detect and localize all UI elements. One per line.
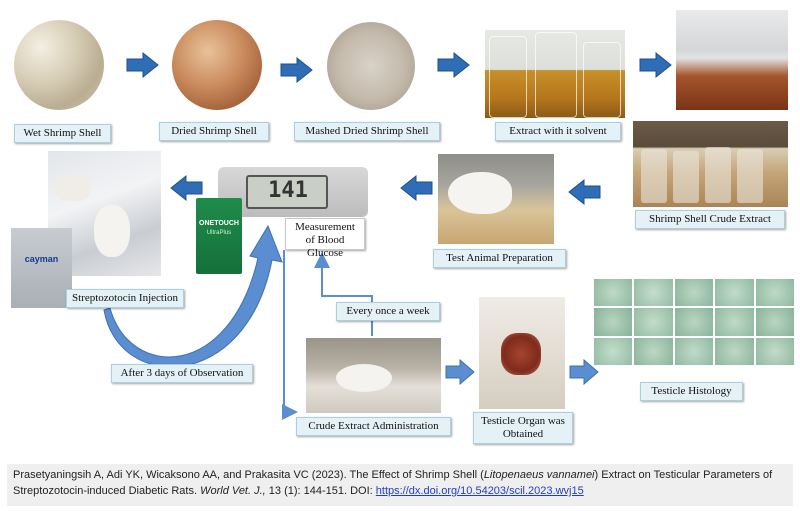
citation-text: Prasetyaningsih A, Adi YK, Wicaksono AA,… [13, 469, 484, 481]
jar [489, 36, 527, 118]
histology-tile [634, 308, 673, 336]
histology-grid [594, 279, 794, 365]
dried-shrimp-shell-label: Dried Shrimp Shell [159, 122, 269, 141]
extract-solvent-label: Extract with it solvent [495, 122, 621, 141]
arrow-right-icon [639, 51, 672, 79]
histology-tile [594, 279, 633, 307]
arrow-right-icon [445, 358, 475, 386]
organs [501, 333, 541, 375]
wet-shrimp-shell-label: Wet Shrimp Shell [14, 124, 111, 143]
testicle-histology-label: Testicle Histology [640, 382, 743, 401]
jar [737, 149, 763, 203]
rat [94, 205, 130, 257]
histology-tile [674, 337, 714, 365]
onetouch-brand: ONETOUCH [199, 220, 239, 227]
arrow-left-icon [400, 174, 433, 202]
crude-extract-jars-photo [633, 121, 788, 207]
after-3-days-label: After 3 days of Observation [111, 364, 253, 383]
citation-text: ) Extract on Testicular Parameters of St… [13, 469, 773, 497]
histology-tile [594, 337, 633, 365]
test-rat-photo [438, 154, 554, 244]
doi-link[interactable]: https://dx.doi.org/10.54203/scil.2023.wv… [375, 485, 584, 497]
histology-tile [674, 308, 714, 336]
arrow-left-icon [568, 178, 601, 206]
connector-line [314, 252, 373, 336]
arrow-left-icon [170, 174, 203, 202]
jar [705, 147, 731, 203]
histology-tile [755, 337, 794, 365]
foil-jar-photo [676, 10, 788, 110]
testicle-organ-label: Testicle Organ was Obtained [473, 412, 573, 444]
jar [673, 151, 699, 203]
crude-admin-label: Crude Extract Administration [296, 417, 451, 436]
rat [448, 172, 512, 214]
blood-glucose-label: Measurement of Blood Glucose [285, 218, 365, 259]
rat [336, 364, 392, 392]
dried-shrimp-shell-photo [172, 20, 262, 110]
connector-line [282, 250, 298, 420]
dissected-rat-photo [479, 297, 565, 409]
arrow-right-icon [569, 358, 599, 386]
citation-species: Litopenaeus vannamei [483, 469, 595, 481]
test-animal-label: Test Animal Preparation [433, 249, 566, 268]
histology-tile [594, 308, 633, 336]
wet-shrimp-shell-photo [14, 20, 104, 110]
histology-tile [755, 279, 794, 307]
histology-tile [634, 337, 673, 365]
onetouch-sub: UltraPlus [206, 230, 232, 236]
stz-injection-label: Streptozotocin Injection [66, 289, 184, 308]
glucometer-photo: 141 [218, 167, 368, 217]
histology-tile [715, 337, 754, 365]
citation-journal: World Vet. J., [200, 485, 266, 497]
arrow-right-icon [126, 51, 159, 79]
every-week-label: Every once a week [336, 302, 440, 321]
histology-tile [674, 279, 714, 307]
extract-jars-photo [485, 30, 625, 118]
mashed-shrimp-shell-label: Mashed Dried Shrimp Shell [294, 122, 440, 141]
cayman-brand: cayman [24, 254, 59, 264]
arrow-right-icon [280, 56, 313, 84]
histology-tile [755, 308, 794, 336]
histology-tile [715, 279, 754, 307]
arrow-right-icon [437, 51, 470, 79]
citation-text: 13 (1): 144-151. DOI: [265, 485, 376, 497]
mashed-shrimp-shell-photo [327, 22, 415, 110]
curved-arrow-icon [103, 224, 283, 368]
jar [535, 32, 577, 118]
gloved-hand [56, 175, 90, 201]
jar [583, 42, 621, 118]
glucometer-reading: 141 [268, 178, 308, 203]
glucometer-screen [246, 175, 328, 209]
crude-extract-label: Shrimp Shell Crude Extract [635, 210, 785, 229]
citation: Prasetyaningsih A, Adi YK, Wicaksono AA,… [7, 464, 793, 506]
jar [641, 149, 667, 203]
onetouch-strip-box-photo: ONETOUCH UltraPlus [196, 198, 242, 274]
extract-administration-photo [306, 338, 441, 413]
streptozotocin-bottle-photo: cayman [11, 228, 72, 308]
histology-tile [715, 308, 754, 336]
histology-tile [634, 279, 673, 307]
